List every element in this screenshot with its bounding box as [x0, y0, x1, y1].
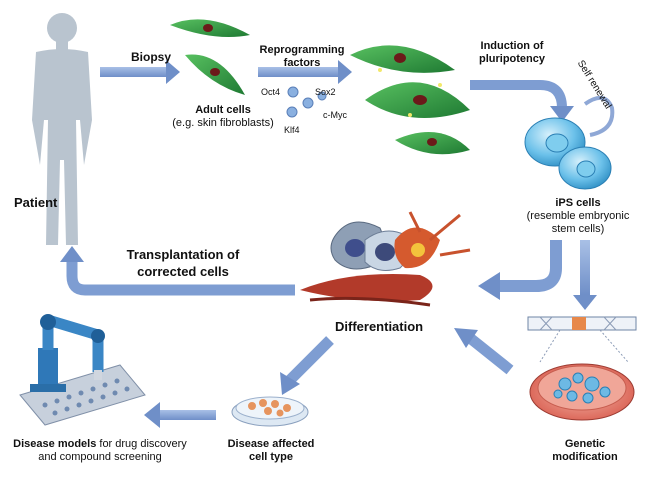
biopsy-label: Biopsy: [131, 50, 172, 64]
factor-klf4: Klf4: [284, 125, 300, 135]
factor-oct4: Oct4: [261, 87, 281, 97]
dna-strand-icon: [527, 316, 637, 363]
arrow-to-disease-models: [144, 402, 216, 428]
disease-models-bold: Disease models: [13, 438, 97, 450]
culture-dish-icon: [231, 396, 309, 427]
arrow-to-genetic: [573, 240, 597, 310]
disease-cell-label: Disease affected cell type: [216, 438, 326, 464]
arrow-transplantation: [60, 246, 295, 296]
patient-silhouette: [32, 13, 92, 245]
adult-cells-label: Adult cells (e.g. skin fibroblasts): [158, 104, 288, 130]
differentiation-label: Differentiation: [335, 319, 424, 334]
petri-dish-icon: [529, 363, 635, 421]
arrow-reprogramming: [258, 60, 352, 84]
ips-note-1: (resemble embryonic: [526, 210, 630, 222]
adult-cells-title: Adult cells: [195, 104, 251, 116]
factor-particles-icon: [286, 86, 327, 118]
transplantation-line-2: corrected cells: [137, 264, 229, 279]
reprogramming-factors-label: Reprogramming factors: [254, 44, 350, 70]
reprogramming-line-2: factors: [283, 57, 321, 69]
ips-cells-label: iPS cells (resemble embryonic stem cells…: [520, 197, 636, 236]
arrow-to-differentiation: [478, 240, 562, 300]
ips-cells-icon: [524, 117, 612, 190]
disease-cell-line-2: cell type: [248, 451, 294, 463]
arrow-to-disease-cell: [280, 336, 334, 395]
genetic-line-2: modification: [552, 451, 618, 463]
adult-cells-icon: [170, 19, 250, 95]
transplantation-line-1: Transplantation of: [126, 247, 240, 262]
arrow-from-genetic: [454, 328, 514, 375]
differentiated-cells-icon: [300, 211, 471, 307]
transplantation-label: Transplantation of corrected cells: [98, 246, 268, 280]
patient-label: Patient: [14, 195, 58, 210]
ips-cells-title: iPS cells: [555, 197, 601, 209]
disease-models-line-1: Disease models for drug discovery: [0, 438, 200, 451]
induction-line-2: pluripotency: [478, 53, 545, 65]
disease-cell-line-1: Disease affected: [227, 438, 315, 450]
disease-models-label: Disease models for drug discovery and co…: [0, 438, 200, 464]
factor-sox2: Sox2: [315, 87, 336, 97]
ips-note-2: stem cells): [551, 223, 605, 235]
robot-arm-icon: [19, 314, 146, 426]
induction-line-1: Induction of: [480, 40, 544, 52]
self-renewal-arrow: [583, 96, 615, 137]
arrow-biopsy: [100, 60, 180, 84]
factor-cmyc: c-Myc: [323, 110, 347, 120]
adult-cells-note: (e.g. skin fibroblasts): [172, 117, 274, 129]
disease-models-rest: for drug discovery: [96, 438, 187, 450]
induction-label: Induction of pluripotency: [462, 40, 562, 66]
genetic-line-1: Genetic: [564, 438, 606, 450]
arrow-induction: [470, 80, 574, 122]
reprogramming-line-1: Reprogramming: [259, 44, 345, 56]
genetic-modification-label: Genetic modification: [540, 438, 630, 464]
disease-models-line-2: and compound screening: [38, 451, 162, 463]
reprogrammed-cells-icon: [350, 45, 470, 155]
